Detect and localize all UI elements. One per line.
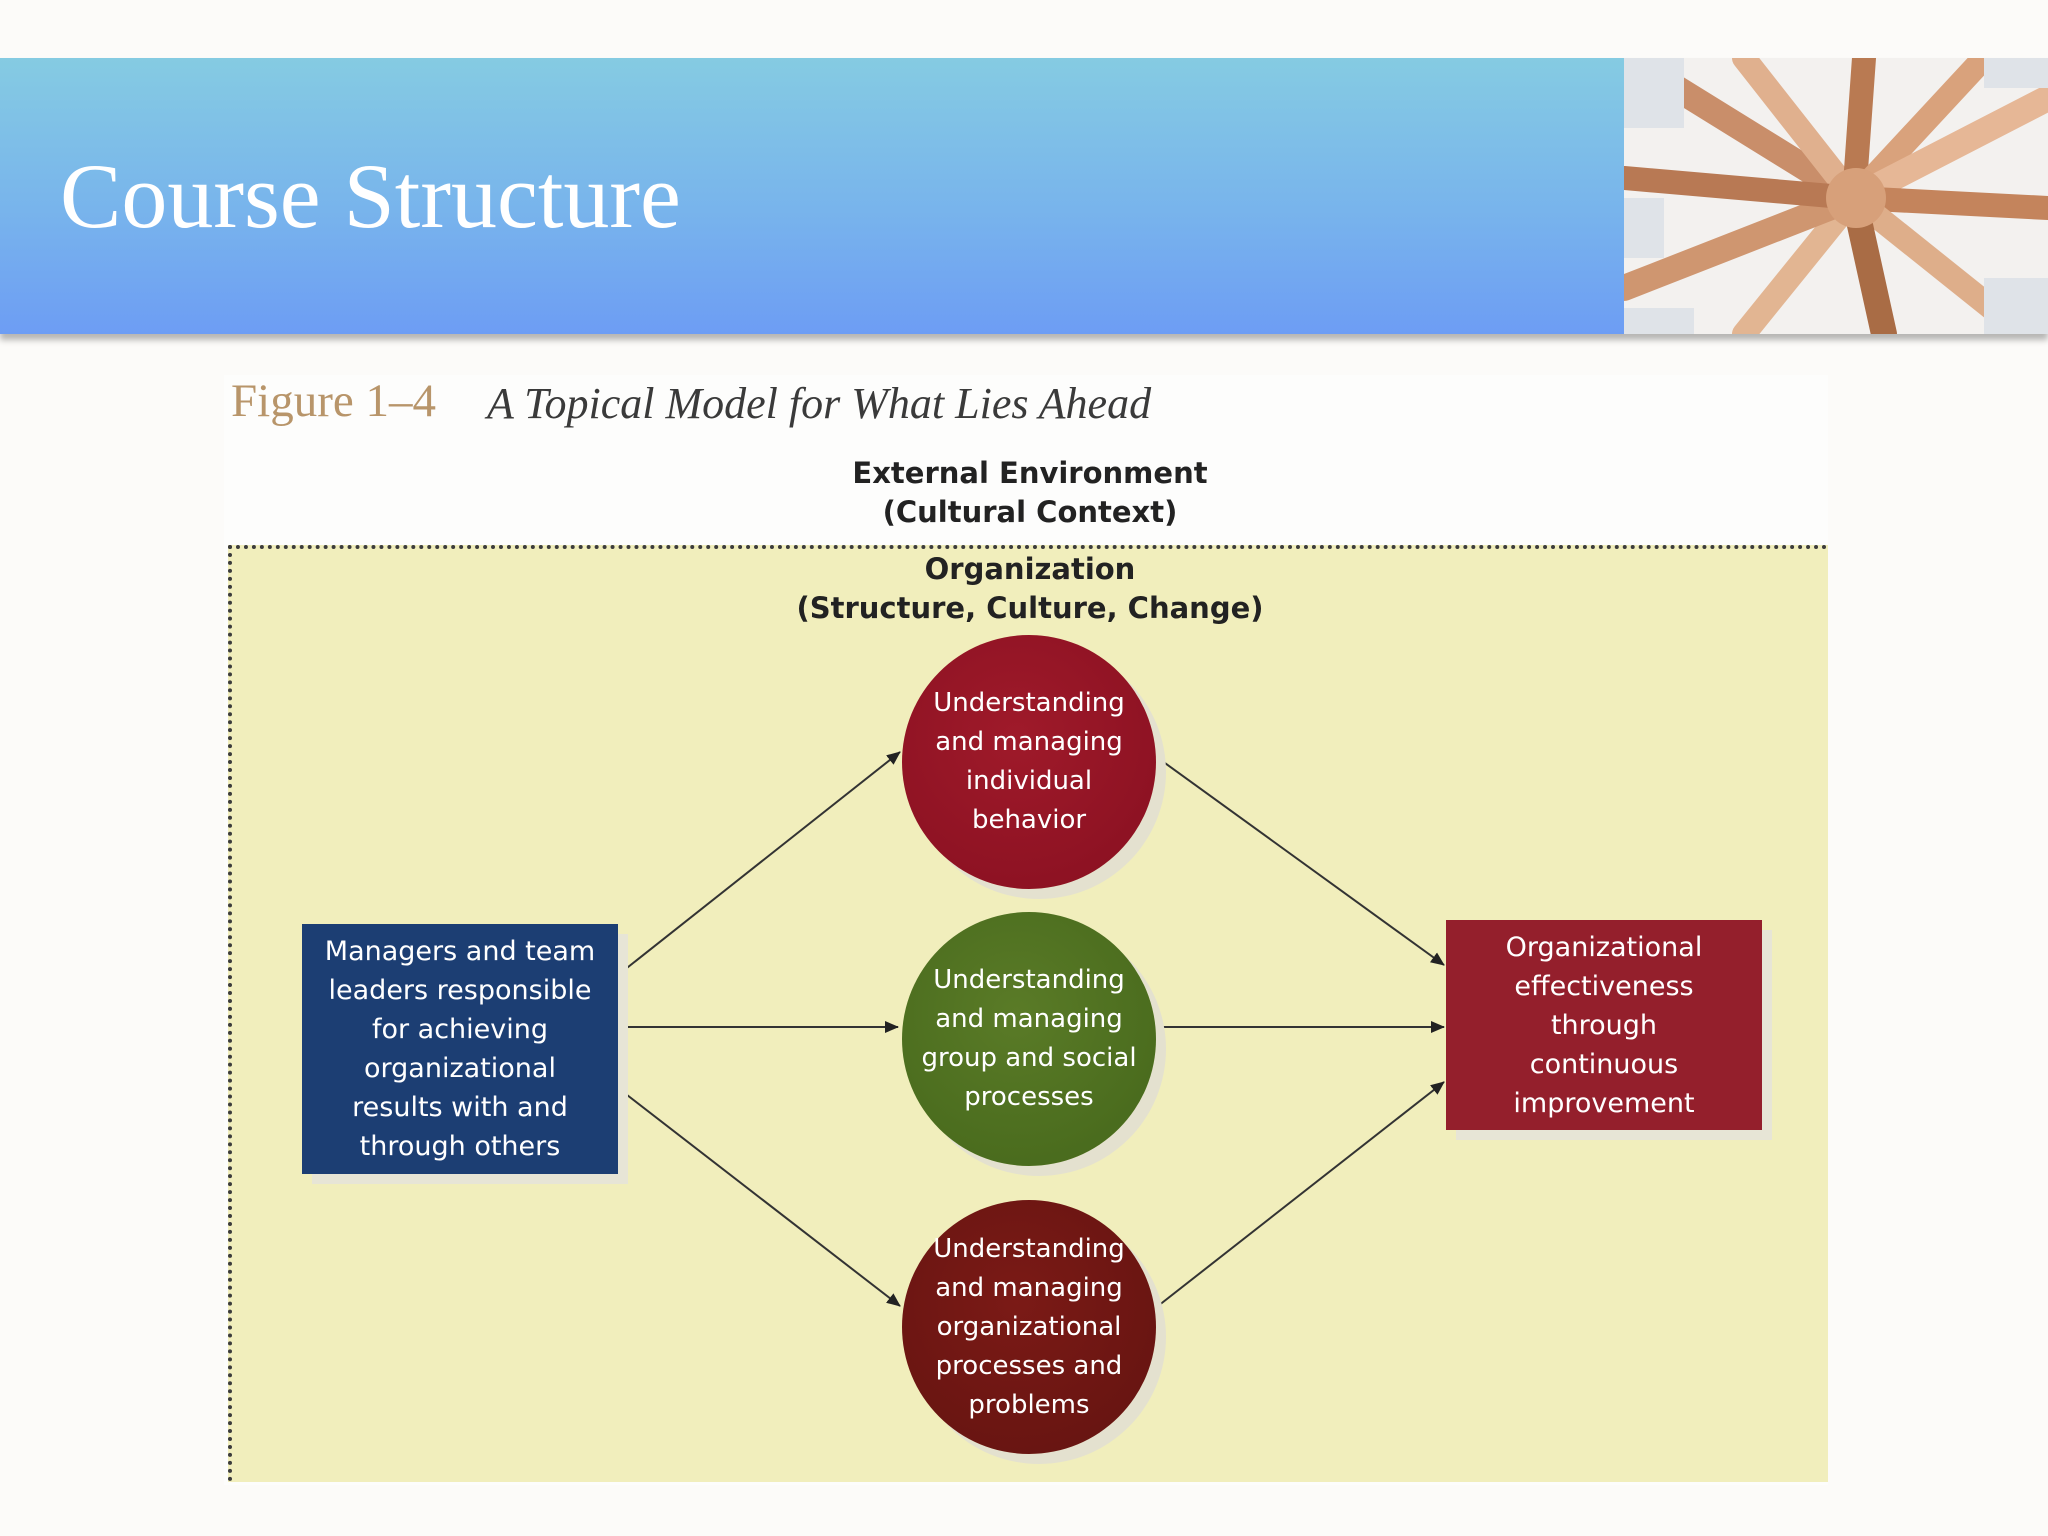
figure-label: Figure 1–4	[231, 375, 436, 427]
team-hands-photo	[1624, 58, 2048, 334]
managers-box-text: Managers and team leaders responsible fo…	[324, 936, 596, 1162]
individual-behavior-text: Understanding and managing individual be…	[933, 688, 1125, 835]
arrow-individual-to-output	[1157, 757, 1445, 966]
individual-behavior-circle: Understanding and managing individual be…	[902, 635, 1156, 889]
arrow-input-to-individual	[617, 751, 901, 976]
group-processes-text: Understanding and managing group and soc…	[921, 965, 1137, 1112]
organizational-processes-text: Understanding and managing organizationa…	[933, 1233, 1125, 1420]
organization-label: Organization (Structure, Culture, Change…	[796, 552, 1264, 625]
arrow-input-to-organizational	[617, 1087, 901, 1307]
external-environment-label: External Environment (Cultural Context)	[852, 456, 1208, 529]
effectiveness-box: Organizational effectiveness through con…	[1446, 920, 1762, 1130]
slide-title: Course Structure	[60, 145, 681, 247]
arrow-organizational-to-output	[1157, 1081, 1445, 1307]
managers-box: Managers and team leaders responsible fo…	[302, 924, 618, 1174]
figure-caption: A Topical Model for What Lies Ahead	[487, 379, 1152, 428]
organizational-processes-circle: Understanding and managing organizationa…	[902, 1200, 1156, 1454]
effectiveness-box-text: Organizational effectiveness through con…	[1505, 931, 1703, 1119]
group-processes-circle: Understanding and managing group and soc…	[902, 912, 1156, 1166]
team-hands-illustration	[1624, 58, 2048, 334]
